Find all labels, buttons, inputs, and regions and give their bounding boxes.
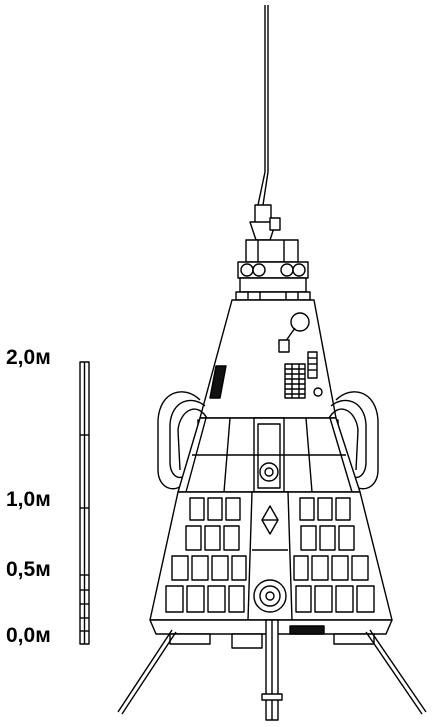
antenna [249,5,281,241]
top-mast [235,239,311,301]
scale-label-0m: 0,0м [6,624,51,647]
right-solar-grid [293,497,375,613]
scale-label-1m: 1,0м [6,488,51,511]
lower-section [149,491,393,621]
scale-bar [79,361,90,645]
middle-section [177,417,361,493]
scale-label-05m: 0,5м [6,558,51,581]
left-solar-grid [165,497,247,613]
scale-label-2m: 2,0м [6,346,51,369]
upper-cone [199,299,337,419]
landing-legs [117,619,427,721]
